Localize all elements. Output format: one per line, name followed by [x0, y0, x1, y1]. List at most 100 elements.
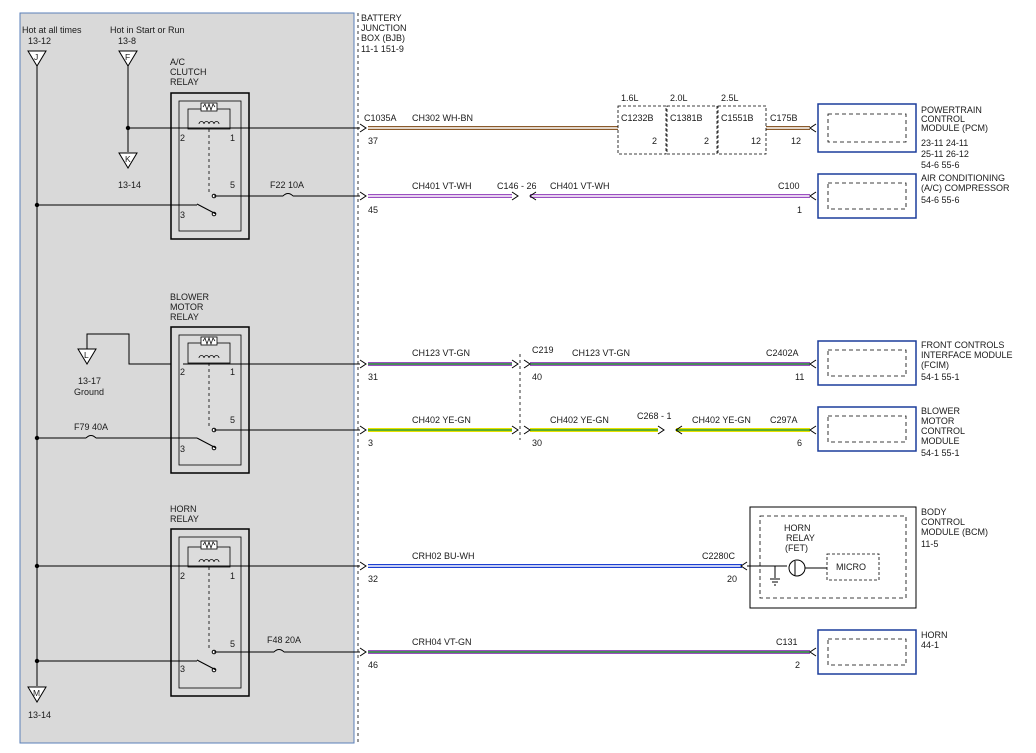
ch302-end-pin: 12: [791, 136, 801, 146]
pcm-name-2: CONTROL: [921, 114, 965, 124]
bcm-micro-label: MICRO: [836, 562, 866, 572]
horn-relay-name-2: RELAY: [170, 514, 199, 524]
horn-resistor-icon: [202, 540, 216, 550]
fuse-f79-label: F79 40A: [74, 422, 108, 432]
crh04-end-pin: 2: [795, 660, 800, 670]
pcm-ref-2: 25-11 26-12: [921, 149, 969, 159]
horn-relay: [170, 528, 250, 697]
ch302-bjb-pin: 37: [368, 136, 378, 146]
ch401-end-connector: C100: [778, 181, 800, 191]
pcm-ref-1: 23-11 24-11: [921, 138, 968, 148]
ch401-bjb-pin: 45: [368, 205, 378, 215]
fcim-ref-1: 54-1 55-1: [921, 372, 960, 382]
variant-1-6l-pin: 2: [652, 136, 657, 146]
fcim-name-2: INTERFACE MODULE: [921, 350, 1013, 360]
blower-motor-relay: [170, 326, 250, 474]
blower-pin-1: 1: [230, 367, 235, 377]
ac-compressor-ref-1: 54-6 55-6: [921, 195, 960, 205]
blower-resistor-icon: [202, 336, 216, 346]
blower-module-name-3: CONTROL: [921, 426, 965, 436]
blower-pin-2: 2: [180, 367, 185, 377]
blower-module-ref-1: 54-1 55-1: [921, 448, 960, 458]
horn-pin-5: 5: [230, 639, 235, 649]
ch302-end-connector: C175B: [770, 113, 798, 123]
ac-clutch-relay: [170, 92, 250, 240]
crh02-end-pin: 20: [727, 574, 737, 584]
ac-clutch-pin-5: 5: [230, 180, 235, 190]
ch123-circuit-label: CH123 VT-GN: [412, 348, 470, 358]
bcm-inner-3: (FET): [785, 543, 808, 553]
ground-label: Ground: [74, 387, 104, 397]
crh02-bjb-pin: 32: [368, 574, 378, 584]
variant-1-6l-connector: C1232B: [621, 113, 654, 123]
ch401-circuit2-label: CH401 VT-WH: [550, 181, 610, 191]
bjb-title-line-3: BOX (BJB): [361, 33, 405, 43]
hot-in-start-run-ref: 13-8: [118, 36, 136, 46]
hot-at-all-times-ref: 13-12: [28, 36, 51, 46]
wire-ch123: [368, 359, 810, 369]
crh04-circuit-label: CRH04 VT-GN: [412, 637, 472, 647]
crh04-bjb-pin: 46: [368, 660, 378, 670]
fcim-name-1: FRONT CONTROLS: [921, 340, 1004, 350]
hot-in-start-run-label: Hot in Start or Run: [110, 25, 185, 35]
connector-f-icon: [118, 50, 138, 67]
ch123-end-connector: C2402A: [766, 348, 799, 358]
ch402-circuit2-label: CH402 YE-GN: [550, 415, 609, 425]
ground-symbol-icon: [770, 578, 780, 586]
ch302-circuit-label: CH302 WH-BN: [412, 113, 473, 123]
ac-clutch-relay-name-3: RELAY: [170, 77, 199, 87]
ch402-circuit-label: CH402 YE-GN: [412, 415, 471, 425]
bjb-title-line-2: JUNCTION: [361, 23, 407, 33]
variant-2-5l-label: 2.5L: [721, 93, 739, 103]
ch123-splice-connector: C219: [532, 345, 554, 355]
horn-relay-name-1: HORN: [170, 504, 197, 514]
connector-f-letter: F: [125, 52, 130, 62]
fet-transistor-icon: [788, 559, 806, 577]
ch123-splice-pin: 40: [532, 372, 542, 382]
connector-k-letter: K: [125, 154, 131, 164]
hot-at-all-times-label: Hot at all times: [22, 25, 82, 35]
crh04-end-connector: C131: [776, 637, 798, 647]
wire-ch402: [368, 425, 810, 435]
bjb-connector-markers: [359, 123, 367, 657]
variant-2-5l-pin: 12: [751, 136, 761, 146]
ground-ref: 13-17: [78, 376, 101, 386]
pcm-ref-3: 54-6 55-6: [921, 160, 960, 170]
bjb-title-line-1: BATTERY: [361, 13, 402, 23]
bcm-name-2: CONTROL: [921, 517, 965, 527]
ch123-bjb-pin: 31: [368, 372, 378, 382]
blower-module-name-4: MODULE: [921, 436, 960, 446]
ac-clutch-coil-icon: [198, 121, 220, 125]
connector-j-letter: J: [34, 52, 38, 62]
module-connector-markers: [740, 123, 817, 657]
pcm-name-3: MODULE (PCM): [921, 123, 988, 133]
horn-pin-1: 1: [230, 571, 235, 581]
horn-pin-2: 2: [180, 571, 185, 581]
ch123-circuit2-label: CH123 VT-GN: [572, 348, 630, 358]
blower-pin-5: 5: [230, 415, 235, 425]
variant-2-5l-box: [717, 105, 767, 155]
crh02-end-connector: C2280C: [702, 551, 736, 561]
variant-2-0l-connector: C1381B: [670, 113, 703, 123]
ch302-bjb-connector: C1035A: [364, 113, 397, 123]
ch402-inline-connector: C268 - 1: [637, 411, 672, 421]
blower-module-name-2: MOTOR: [921, 416, 955, 426]
ch402-splice-pin: 30: [532, 438, 542, 448]
variant-2-0l-label: 2.0L: [670, 93, 688, 103]
fcim-name-3: (FCIM): [921, 360, 949, 370]
connector-j-icon: [27, 50, 47, 67]
ch402-end-pin: 6: [797, 438, 802, 448]
horn-coil-icon: [198, 559, 220, 563]
ch402-end-connector: C297A: [770, 415, 798, 425]
ac-compressor-name-2: (A/C) COMPRESSOR: [921, 183, 1010, 193]
blower-relay-name-1: BLOWER: [170, 292, 210, 302]
ch401-end-pin: 1: [797, 205, 802, 215]
bjb-refs: 11-1 151-9: [361, 44, 404, 54]
ch402-circuit3-label: CH402 YE-GN: [692, 415, 751, 425]
variant-2-5l-connector: C1551B: [721, 113, 754, 123]
ch402-bjb-pin: 3: [368, 438, 373, 448]
blower-module-name-1: BLOWER: [921, 406, 961, 416]
ac-clutch-relay-name-2: CLUTCH: [170, 67, 207, 77]
blower-coil-icon: [198, 355, 220, 359]
